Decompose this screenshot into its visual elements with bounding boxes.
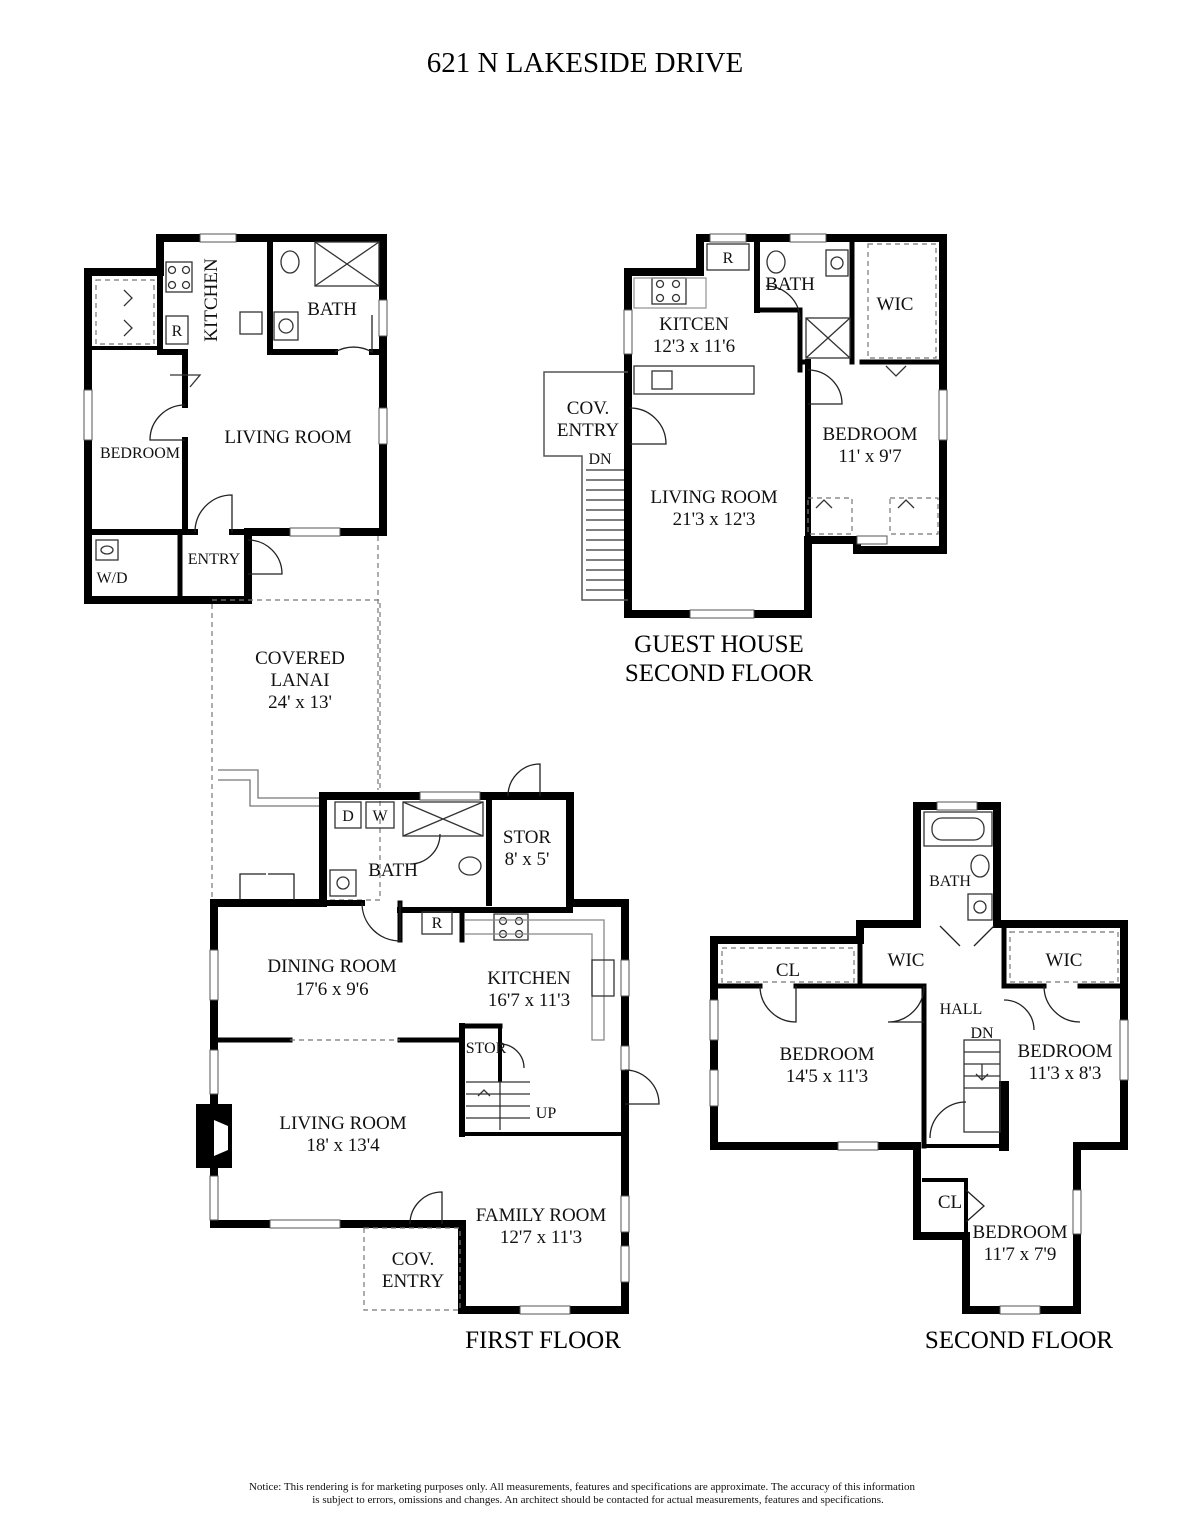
second-bedroom3-dims: 11'7 x 7'9 xyxy=(984,1244,1057,1265)
guest-second-living-label: LIVING ROOM xyxy=(650,487,777,508)
second-bedroom1-dims: 14'5 x 11'3 xyxy=(786,1066,868,1087)
covered-lanai: COVERED LANAI 24' x 13' xyxy=(211,536,381,901)
guest-first-outer-wall xyxy=(84,234,387,604)
guest-second-stair-treads xyxy=(586,469,624,591)
guest-first-fridge-label: R xyxy=(172,323,183,340)
guest-first-living-label: LIVING ROOM xyxy=(224,427,351,448)
second-wic-right-label: WIC xyxy=(1046,950,1083,971)
second-bedroom2-label: BEDROOM xyxy=(1017,1041,1112,1062)
disclaimer-line-2: is subject to errors, omissions and chan… xyxy=(312,1494,884,1506)
second-bedroom1-label: BEDROOM xyxy=(779,1044,874,1065)
first-bath-label: BATH xyxy=(368,860,418,881)
guest-second-floor-title-1: GUEST HOUSE xyxy=(634,631,804,658)
guest-second-floor-title-2: SECOND FLOOR xyxy=(625,660,814,687)
second-cl-label: CL xyxy=(776,960,800,981)
first-d-label: D xyxy=(342,808,354,825)
guest-first-entry-label: ENTRY xyxy=(188,551,241,568)
second-dn-label: DN xyxy=(970,1025,994,1042)
first-kitchen-dims: 16'7 x 11'3 xyxy=(488,990,570,1011)
second-stair-treads xyxy=(963,1039,1001,1133)
second-cl2-label: CL xyxy=(938,1192,962,1213)
first-family-dims: 12'7 x 11'3 xyxy=(500,1227,582,1248)
second-wic-left-label: WIC xyxy=(888,950,925,971)
first-dining-dims: 17'6 x 9'6 xyxy=(295,979,368,1000)
plan-title: 621 N LAKESIDE DRIVE xyxy=(427,47,744,79)
guest-second-kitchen-label: KITCEN xyxy=(659,314,729,335)
first-dining-label: DINING ROOM xyxy=(267,956,396,977)
guest-house-second-floor: R KITCEN 12'3 xyxy=(543,233,948,687)
first-fridge-label: R xyxy=(432,915,443,932)
lanai-name-1: COVERED xyxy=(255,648,345,669)
first-cov-label-1: COV. xyxy=(392,1249,434,1270)
main-first-floor: D W R BATH STOR 8' x 5' xyxy=(196,763,660,1354)
first-stor2-label: STOR xyxy=(466,1040,507,1057)
guest-second-kitchen-dims: 12'3 x 11'6 xyxy=(653,336,735,357)
guest-first-kitchen-label: KITCHEN xyxy=(201,258,222,342)
first-stair-treads xyxy=(466,1081,530,1130)
guest-first-bath-label: BATH xyxy=(307,299,357,320)
second-hall-label: HALL xyxy=(940,1001,983,1018)
first-living-dims: 18' x 13'4 xyxy=(306,1135,380,1156)
guest-second-fridge-label: R xyxy=(723,250,734,267)
lanai-name-2: LANAI xyxy=(270,670,329,691)
first-kitchen-label: KITCHEN xyxy=(487,968,571,989)
second-floor-title: SECOND FLOOR xyxy=(925,1327,1114,1354)
first-up-label: UP xyxy=(536,1105,557,1122)
second-bedroom3-label: BEDROOM xyxy=(972,1222,1067,1243)
guest-second-wic-label: WIC xyxy=(877,294,914,315)
guest-second-bedroom-label: BEDROOM xyxy=(822,424,917,445)
guest-second-cov-label-1: COV. xyxy=(567,398,609,419)
guest-house-first-floor: R KITCHEN BATH BEDROOM LIVING ROOM ENTRY… xyxy=(83,233,388,604)
second-bedroom2-dims: 11'3 x 8'3 xyxy=(1029,1063,1102,1084)
first-w-label: W xyxy=(372,808,388,825)
guest-second-bedroom-dims: 11' x 9'7 xyxy=(838,446,901,467)
guest-second-cov-label-2: ENTRY xyxy=(557,420,620,441)
first-living-label: LIVING ROOM xyxy=(279,1113,406,1134)
second-bath-label: BATH xyxy=(929,873,971,890)
main-second-floor: BATH WIC WIC CL HALL DN BEDROOM 14'5 x 1… xyxy=(709,801,1129,1354)
first-stor-dims: 8' x 5' xyxy=(505,849,550,870)
lanai-dims: 24' x 13' xyxy=(268,692,332,713)
guest-first-bedroom-label: BEDROOM xyxy=(100,445,180,462)
disclaimer-line-1: Notice: This rendering is for marketing … xyxy=(249,1481,916,1493)
guest-first-wd-label: W/D xyxy=(96,570,127,587)
first-cov-label-2: ENTRY xyxy=(382,1271,445,1292)
guest-second-dn-label: DN xyxy=(588,451,612,468)
guest-second-living-dims: 21'3 x 12'3 xyxy=(673,509,756,530)
first-floor-title: FIRST FLOOR xyxy=(465,1327,621,1354)
first-stor-label: STOR xyxy=(503,827,552,848)
first-family-label: FAMILY ROOM xyxy=(476,1205,607,1226)
guest-second-bath-label: BATH xyxy=(765,274,815,295)
